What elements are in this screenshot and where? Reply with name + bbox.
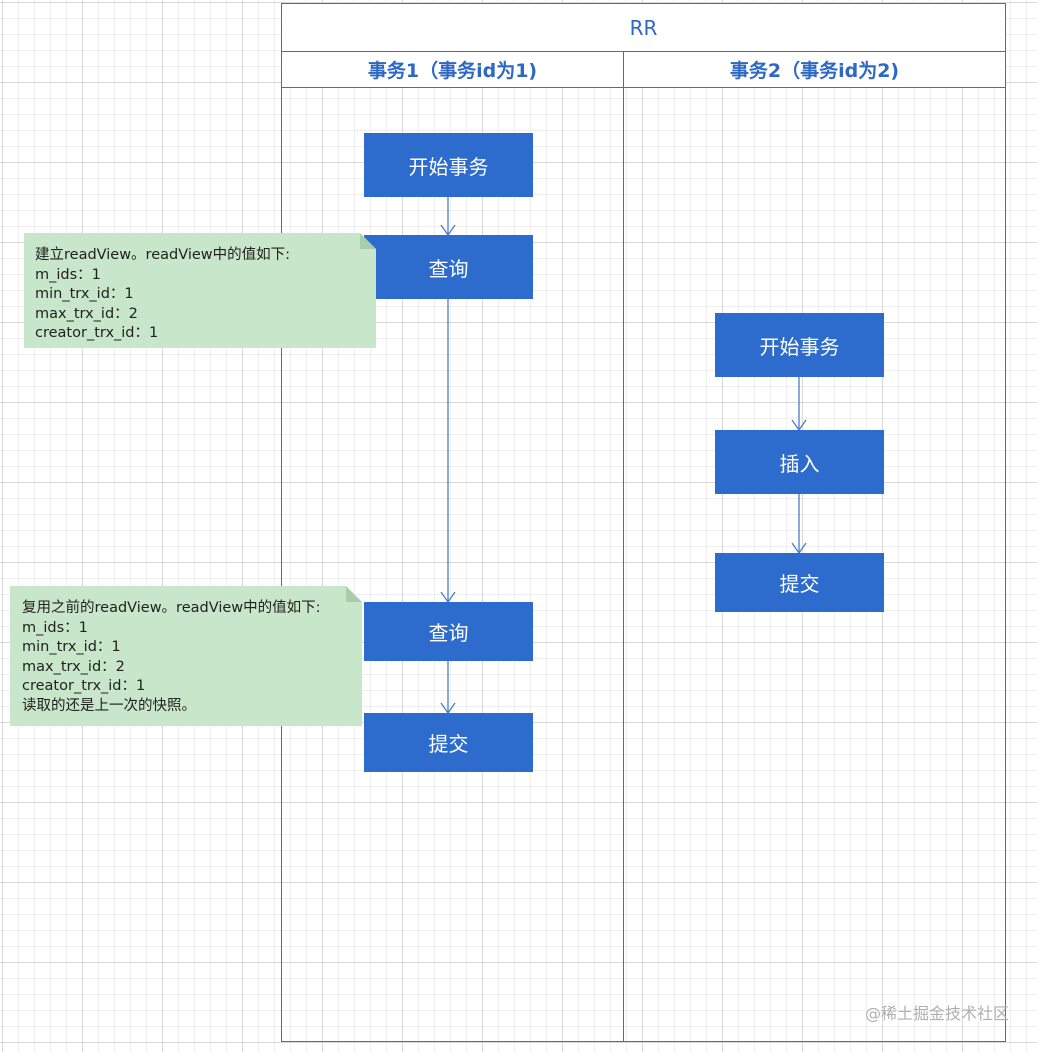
note2-line: max_trx_id：2 — [22, 658, 125, 675]
lane-header-tx1: 事务1（事务id为1) — [281, 51, 624, 88]
tx1-query2-box: 查询 — [364, 602, 533, 661]
note2-line: 读取的还是上一次的快照。 — [22, 697, 196, 714]
note-readview-reuse: 复用之前的readView。readView中的值如下: m_ids：1 min… — [10, 586, 362, 726]
tx2-commit-box: 提交 — [715, 553, 884, 612]
note2-line: min_trx_id：1 — [22, 639, 121, 655]
lane-divider — [623, 51, 624, 1042]
note1-line: min_trx_id：1 — [35, 286, 134, 302]
note-readview-create: 建立readView。readView中的值如下: m_ids：1 min_tr… — [24, 233, 376, 348]
note2-line: creator_trx_id：1 — [22, 678, 146, 694]
note2-line: 复用之前的readView。readView中的值如下: — [22, 600, 321, 616]
tx2-insert-box: 插入 — [715, 430, 884, 494]
tx1-commit-box: 提交 — [364, 713, 533, 772]
note1-line: m_ids：1 — [35, 266, 101, 283]
note2-line: m_ids：1 — [22, 619, 88, 636]
lane-header-tx2: 事务2（事务id为2) — [623, 51, 1006, 88]
note1-line: max_trx_id：2 — [35, 305, 138, 322]
note1-line: creator_trx_id：1 — [35, 325, 159, 341]
note1-line: 建立readView。readView中的值如下: — [35, 247, 291, 263]
tx1-begin-box: 开始事务 — [364, 133, 533, 197]
watermark: @稀土掘金技术社区 — [864, 1004, 1009, 1023]
tx2-begin-box: 开始事务 — [715, 313, 884, 377]
tx1-query1-box: 查询 — [364, 235, 533, 299]
